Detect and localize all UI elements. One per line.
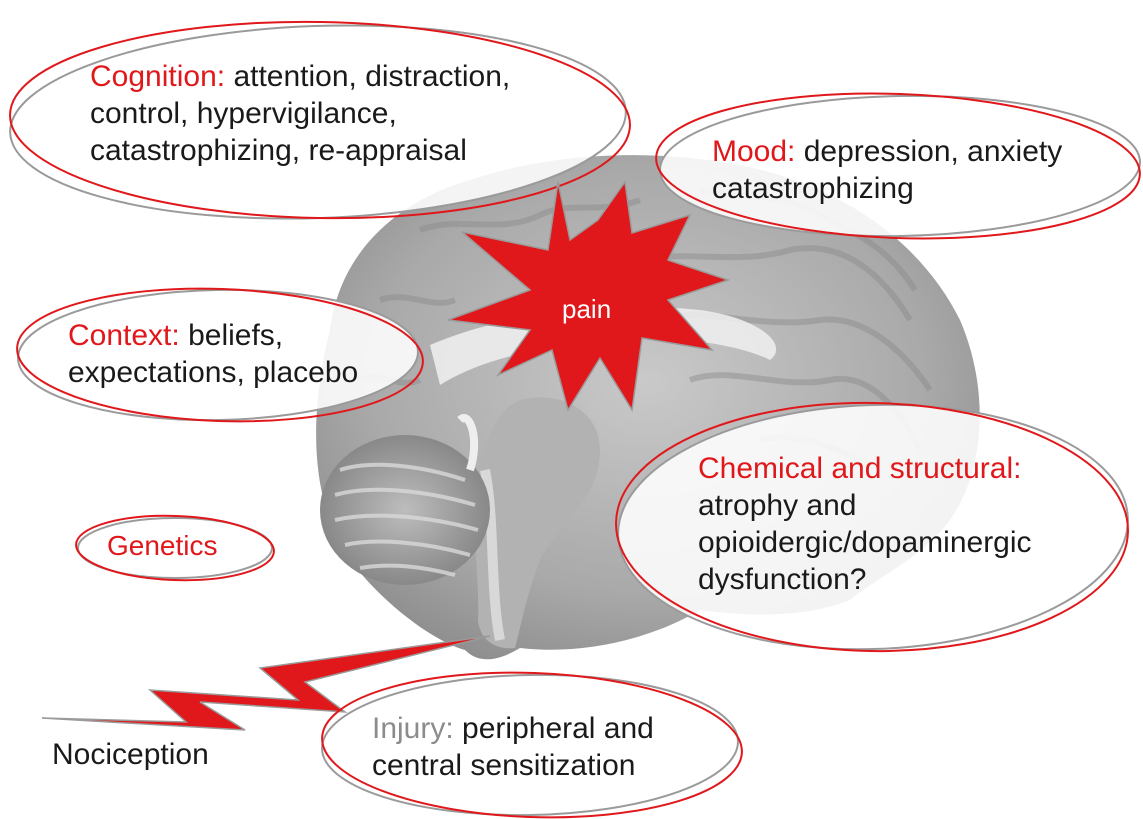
cognition-key: Cognition:: [90, 60, 225, 93]
injury-label: Injury: peripheral and central sensitiza…: [372, 710, 654, 784]
context-line-1: beliefs,: [188, 319, 283, 352]
nociception-label: Nociception: [52, 738, 209, 772]
context-line-2: expectations, placebo: [68, 354, 358, 391]
cerebellum: [320, 435, 490, 585]
mood-label: Mood: depression, anxiety catastrophizin…: [712, 133, 1062, 207]
injury-line-2: central sensitization: [372, 747, 654, 784]
context-label: Context: beliefs, expectations, placebo: [68, 317, 358, 391]
cognition-line-3: catastrophizing, re-appraisal: [90, 132, 510, 169]
cognition-line-1: attention, distraction,: [233, 60, 510, 93]
injury-line-1: peripheral and: [462, 712, 654, 745]
pain-label: pain: [562, 294, 611, 325]
genetics-label: Genetics: [107, 530, 218, 562]
context-key: Context:: [68, 319, 180, 352]
mood-key: Mood:: [712, 135, 795, 168]
cognition-label: Cognition: attention, distraction, contr…: [90, 58, 510, 169]
chemical-line-3: dysfunction?: [698, 561, 1032, 598]
chemical-key: Chemical and structural:: [698, 450, 1032, 487]
cognition-line-2: control, hypervigilance,: [90, 95, 510, 132]
mood-line-1: depression, anxiety: [804, 135, 1063, 168]
injury-key: Injury:: [372, 712, 454, 745]
chemical-label: Chemical and structural: atrophy and opi…: [698, 450, 1032, 598]
chemical-line-1: atrophy and: [698, 487, 1032, 524]
mood-line-2: catastrophizing: [712, 170, 1062, 207]
chemical-line-2: opioidergic/dopaminergic: [698, 524, 1032, 561]
